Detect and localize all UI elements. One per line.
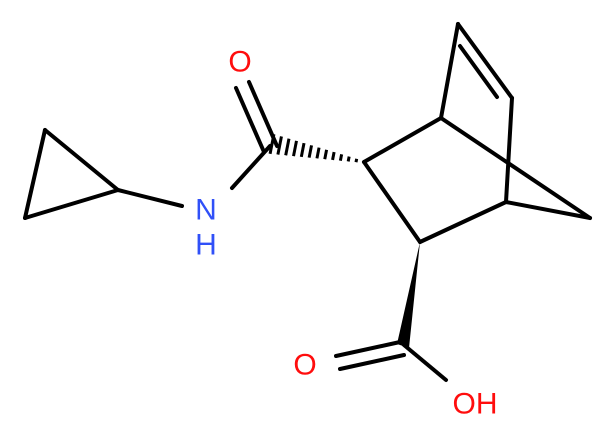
hash-stroke: [338, 154, 344, 161]
hash-stroke: [331, 151, 336, 161]
amide-nitrogen-label: N: [195, 194, 217, 227]
bond: [334, 340, 402, 358]
bond-skeleton: [23, 22, 592, 382]
bond: [116, 188, 184, 208]
hash-stroke: [292, 140, 298, 157]
bond: [439, 116, 592, 220]
amide-oxygen-label: O: [228, 46, 251, 79]
bond: [458, 44, 499, 99]
hash-stroke: [299, 142, 306, 158]
amide-hydrogen-label: H: [195, 229, 217, 262]
bond: [43, 128, 120, 192]
bond: [456, 22, 514, 100]
acid-carbonyl-oxygen-label: O: [293, 349, 316, 382]
bond: [362, 160, 422, 244]
bond: [504, 200, 592, 220]
bond: [338, 353, 406, 371]
bond: [402, 343, 448, 382]
bond: [23, 188, 120, 220]
bond: [418, 200, 508, 244]
hash-stroke: [307, 145, 314, 158]
hydroxyl-label: OH: [453, 388, 498, 421]
hash-stroke: [323, 149, 329, 160]
hash-stroke: [268, 133, 276, 155]
hash-stroke: [346, 156, 351, 162]
hash-stroke: [315, 147, 321, 159]
hashed-wedge-bond: [268, 133, 366, 164]
bond: [504, 96, 514, 204]
bond: [439, 22, 460, 120]
hash-stroke: [354, 158, 359, 163]
solid-wedge-bond: [397, 242, 420, 348]
bond: [234, 86, 266, 154]
hash-stroke: [284, 138, 291, 156]
bond: [362, 116, 443, 164]
hash-stroke: [276, 136, 283, 155]
bond: [23, 128, 47, 220]
